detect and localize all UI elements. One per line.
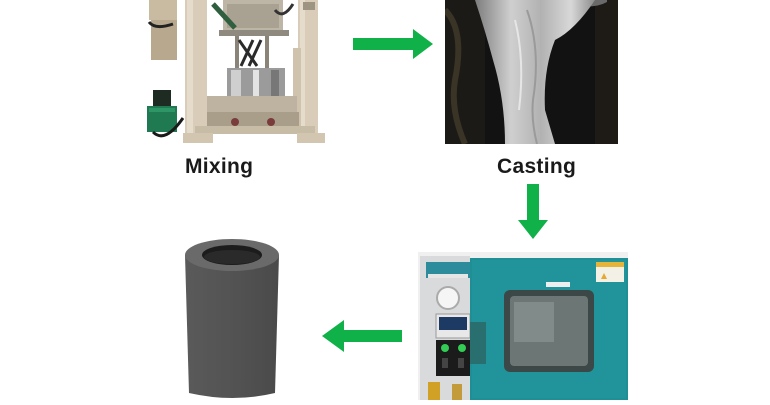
arrow-down-icon — [518, 184, 548, 239]
product-tube-photo — [183, 235, 283, 400]
mixer-photo — [135, 0, 325, 145]
arrow-right-icon — [353, 29, 433, 59]
step-label-casting: Casting — [497, 155, 577, 178]
vacuum-oven-illustration — [418, 252, 628, 400]
pouring-slurry-illustration — [445, 0, 618, 144]
mixer-illustration — [147, 0, 325, 143]
casting-photo — [445, 0, 618, 144]
oven-photo — [418, 252, 628, 400]
hollow-cylinder-illustration — [185, 239, 279, 398]
step-label-mixing: Mixing — [185, 155, 254, 178]
arrow-left-icon — [322, 320, 402, 352]
